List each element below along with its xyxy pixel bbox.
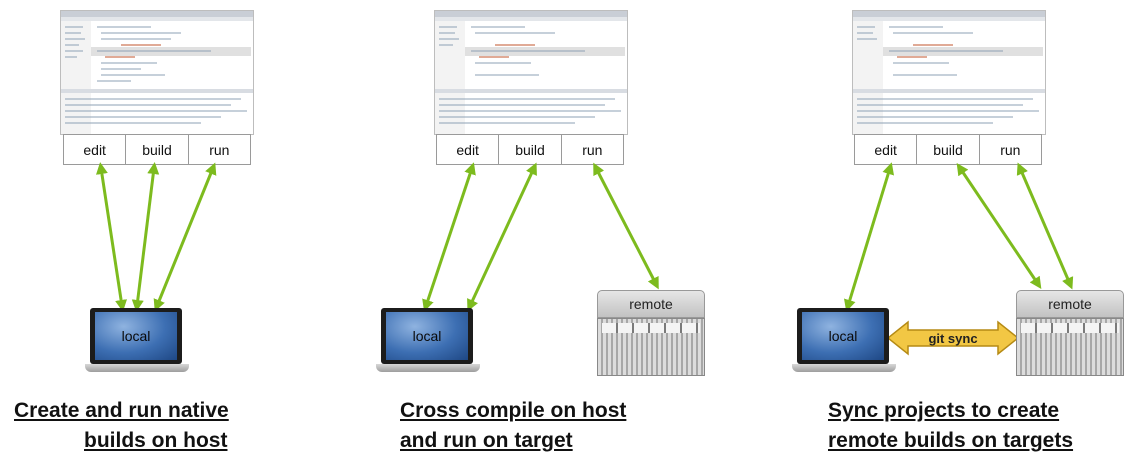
local-laptop: local [85,308,189,374]
arrow-edit-local [844,162,894,312]
tab-build: build [499,135,562,164]
ide-thumbnail-graphic [435,11,627,134]
git-sync-label: git sync [928,331,977,346]
panel-cross: edit build run local remote Cross compil… [372,0,752,455]
caption-line-1: Cross compile on host [400,399,627,422]
local-laptop: local [792,308,896,374]
tab-run: run [1000,141,1021,158]
arrow-build-remote [956,163,1042,289]
tab-edit: edit [64,135,127,164]
panel-native: edit build run local Create and run nati… [0,0,380,455]
arrow-run-local [153,162,217,312]
caption-line-2: builds on host [84,429,228,452]
git-sync-arrow: git sync [886,320,1020,356]
arrow-run-remote [593,162,659,290]
arrow-edit-local [95,162,128,312]
arrow-build-local [467,162,537,312]
arrow-run-remote [1016,162,1074,290]
caption-line-2: and run on target [400,429,573,452]
local-label: local [386,312,468,360]
tab-edit: edit [855,135,918,164]
remote-label: remote [597,290,705,318]
ide-thumbnail-graphic [853,11,1045,134]
arrow-build-local [131,162,160,312]
local-laptop: local [376,308,480,374]
remote-label: remote [1016,290,1124,318]
local-label: local [802,312,884,360]
caption-native: Create and run native builds on host [14,396,229,456]
tab-run: run [209,141,230,158]
local-label: local [95,312,177,360]
arrow-edit-local [422,162,476,312]
caption-line-1: Create and run native [14,399,229,422]
panel-sync: edit build run git sync local remote Syn… [752,0,1132,455]
tab-bar: edit build run [854,134,1042,165]
tab-bar: edit build run [436,134,624,165]
tab-build: build [917,135,980,164]
tab-edit: edit [437,135,500,164]
caption-line-1: Sync projects to create [828,399,1060,422]
remote-server: remote [1016,290,1124,376]
ide-screenshot [434,10,628,135]
ide-screenshot [60,10,254,135]
ide-screenshot [852,10,1046,135]
caption-cross: Cross compile on host and run on target [400,396,626,456]
caption-sync: Sync projects to create remote builds on… [828,396,1073,456]
caption-line-2: remote builds on targets [828,429,1074,452]
remote-server: remote [597,290,705,376]
tab-run: run [582,141,603,158]
ide-thumbnail-graphic [61,11,253,134]
tab-bar: edit build run [63,134,251,165]
tab-build: build [126,135,189,164]
